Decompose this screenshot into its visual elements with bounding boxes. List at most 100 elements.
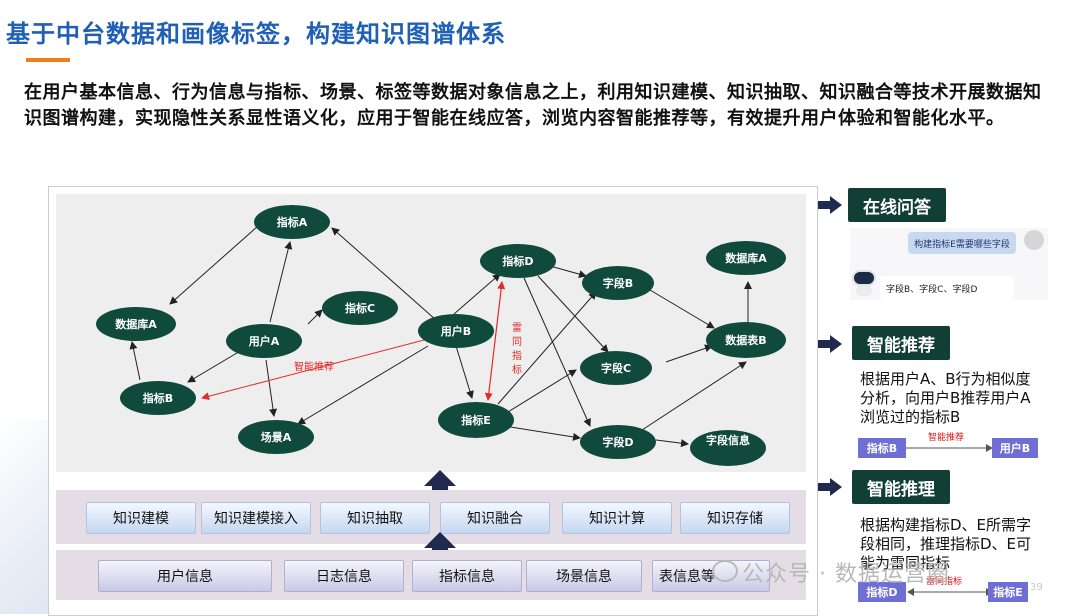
label-shujuku-a-left: 数据库A [115, 317, 157, 331]
recommend-edge-label: 智能推荐 [928, 433, 965, 443]
edge-zhibiaoe-ziduand [503, 425, 581, 441]
page-number: 39 [1030, 582, 1043, 593]
edge-ziduanb-shujubiaob [649, 289, 715, 329]
node-ziduan-b [582, 266, 654, 300]
node-shujuku-a-right [706, 241, 786, 275]
node-yonghu-a [226, 324, 302, 358]
source-log-info: 日志信息 [284, 560, 404, 592]
watermark: 公众号 · 数据运营圈 [742, 562, 950, 587]
label-ziduan-xinxi-wrap: 字段信息 [706, 434, 750, 447]
edge-yonghua-changjinga [265, 359, 277, 417]
chat-question-bubble: 构建指标E需要哪些字段 [908, 232, 1016, 254]
source-user-info: 用户信息 [98, 560, 272, 592]
up-arrow-stem-bottom [432, 544, 448, 552]
edge-thunder-metric [484, 281, 506, 401]
edge-zhibiaod-ziduanb [549, 265, 587, 278]
edge-zhibiaoa-shujukua [169, 225, 259, 305]
node-ziduan-d [580, 425, 656, 459]
recommend-line-3: 浏览过的指标B [860, 408, 961, 426]
label-ziduan-b: 字段B [603, 276, 633, 290]
recommend-line-2: 分析，向用户B推荐用户A [860, 389, 1031, 407]
label-zhibiao-a: 指标A [277, 215, 308, 229]
label-shujuku-a-right: 数据库A [725, 251, 767, 265]
reasoning-line-2: 段相同，推理指标D、E可 [860, 535, 1032, 553]
capability-storage: 知识存储 [680, 502, 790, 534]
edge-yonghua-zhibiaob [187, 349, 243, 383]
robot-icon [852, 270, 876, 296]
up-arrow-bottom-icon [424, 532, 456, 548]
reasoning-description: 根据构建指标D、E所需字 段相同，推理指标D、E可 能为雷同指标 [860, 516, 1060, 573]
qa-tag: 在线问答 [848, 188, 946, 222]
user-avatar-icon [1024, 230, 1044, 250]
capability-extraction: 知识抽取 [320, 502, 430, 534]
label-yonghu-a: 用户A [249, 334, 280, 348]
edge-yonghua-zhibiaoa [269, 241, 293, 323]
label-yonghu-b: 用户B [441, 324, 471, 338]
edge-ziduand-shujubiaob [641, 361, 747, 431]
node-zhibiao-d [480, 244, 556, 278]
up-arrow-stem-top [432, 484, 448, 492]
wechat-icon [712, 560, 738, 582]
node-changjing-a [238, 420, 314, 454]
label-thunder-4: 标 [512, 364, 522, 376]
node-ziduan-c [580, 351, 652, 385]
capability-fusion: 知识融合 [440, 502, 550, 534]
qa-arrow-stem [818, 201, 832, 209]
recommend-line-1: 根据用户A、B行为相似度 [860, 370, 1031, 388]
label-thunder-3: 指 [512, 349, 522, 362]
label-ziduan-c: 字段C [601, 361, 631, 375]
label-ziduan-xinxi: 字段信息 [706, 434, 750, 447]
node-ziduan-xinxi [690, 430, 766, 466]
reasoning-tag: 智能推理 [852, 470, 950, 504]
page-title: 基于中台数据和画像标签，构建知识图谱体系 [6, 20, 506, 48]
knowledge-graph: 指标A 数据库A 用户A 指标C 用户B 指标D 字段B 数据库A 数据表B 字… [96, 205, 786, 466]
source-table-info: 表信息等 [652, 560, 770, 592]
reasoning-arrow-stem [818, 483, 832, 491]
recommend-node-left: 指标B [858, 438, 906, 458]
capability-computation: 知识计算 [562, 502, 672, 534]
up-arrow-top-icon [424, 470, 456, 486]
label-shujubiao-b: 数据表B [725, 333, 766, 347]
edge-smart-recommend [201, 338, 429, 401]
label-ziduan-d: 字段D [602, 435, 633, 449]
reasoning-edge-label: 雷同指标 [926, 577, 963, 587]
node-zhibiao-e [438, 402, 514, 438]
qa-arrow-icon [830, 196, 842, 214]
edge-zhibiaoe-ziduanb [497, 291, 597, 405]
edge-yonghub-zhibiaoa [331, 227, 437, 321]
label-zhibiao-d: 指标D [502, 254, 533, 268]
capability-knowledge-modeling: 知识建模 [86, 502, 196, 534]
node-zhibiao-a [254, 205, 330, 239]
edge-zhibiaod-ziduand [523, 277, 591, 427]
edge-zhibiaob-shujukua [129, 341, 141, 381]
recommend-mini-edge [906, 444, 993, 452]
reasoning-node-left: 指标D [858, 582, 906, 602]
label-zhibiao-e: 指标E [461, 413, 491, 427]
chat-answer-bubble: 字段B、字段C、字段D [880, 276, 1014, 300]
source-scene-info: 场景信息 [526, 560, 642, 592]
edge-ziduanc-shujubiaob [665, 344, 713, 363]
label-smart-recommend: 智能推荐 [294, 360, 334, 373]
label-thunder-2: 同 [512, 336, 522, 348]
node-zhibiao-b [120, 381, 196, 415]
node-shujuku-a-left [96, 307, 176, 341]
edge-yonghua-zhibiaoc [307, 309, 323, 325]
node-zhibiao-c [322, 291, 398, 325]
edge-yonghub-zhibiaod [453, 273, 501, 315]
edge-zhibiaoe-ziduanc [507, 369, 577, 413]
title-underline [26, 58, 70, 62]
recommend-description: 根据用户A、B行为相似度 分析，向用户B推荐用户A 浏览过的指标B [860, 370, 1060, 427]
node-yonghu-b [418, 314, 494, 348]
reasoning-line-1: 根据构建指标D、E所需字 [860, 516, 1032, 534]
edge-zhibiaod-ziduanc [537, 275, 609, 353]
edge-yonghub-changjinga [297, 345, 429, 425]
reasoning-line-3: 能为雷同指标 [860, 554, 951, 572]
label-thunder-1: 雷 [512, 322, 522, 334]
reasoning-node-right: 指标E [988, 582, 1028, 602]
edge-ziduand-ziduanxinxi [655, 439, 689, 448]
recommend-arrow-icon [830, 335, 842, 353]
edge-yonghub-zhibiaoe [455, 345, 474, 399]
node-shujubiao-b [706, 322, 786, 358]
reasoning-arrow-icon [830, 478, 842, 496]
recommend-node-right: 用户B [992, 438, 1038, 458]
